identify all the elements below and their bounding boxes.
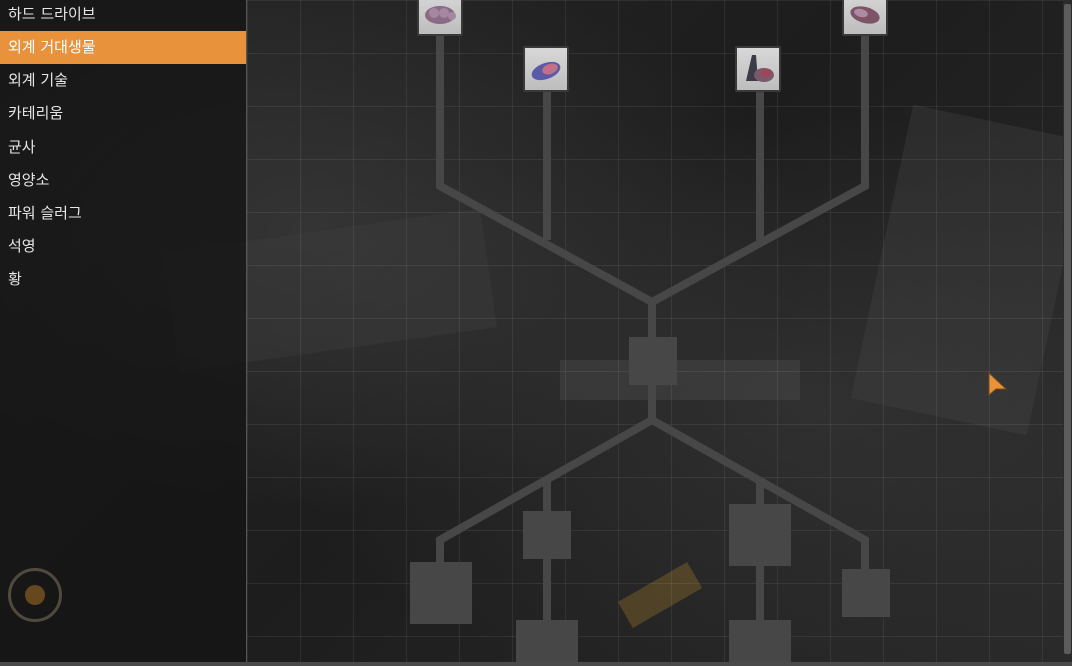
research-node-locked-center[interactable] [629, 337, 677, 385]
research-node-locked[interactable] [729, 620, 791, 662]
background-panel [560, 360, 800, 400]
category-item-nutrients[interactable]: 영양소 [8, 171, 50, 189]
category-item-caterium[interactable]: 카테리움 [8, 104, 64, 122]
research-node-locked[interactable] [729, 504, 791, 566]
vertical-scrollbar[interactable] [1063, 0, 1072, 662]
research-node-locked[interactable] [842, 569, 890, 617]
research-tree-area [247, 0, 1063, 662]
research-node-stinger-remains[interactable] [735, 46, 781, 92]
category-item-mycelia[interactable]: 균사 [8, 138, 36, 156]
research-node-locked[interactable] [523, 511, 571, 559]
research-node-locked[interactable] [410, 562, 472, 624]
spitter-remains-icon [531, 61, 561, 81]
category-item-power-slugs[interactable]: 파워 슬러그 [8, 204, 82, 222]
scrollbar-thumb[interactable] [1064, 4, 1071, 654]
category-item-quartz[interactable]: 석영 [8, 237, 36, 255]
research-tree-connectors [436, 30, 869, 630]
category-item-hard-drive[interactable]: 하드 드라이브 [8, 5, 96, 23]
category-item-alien-megafauna[interactable]: 외계 거대생물 [0, 31, 246, 64]
research-node-hog-remains[interactable] [417, 0, 463, 36]
mouse-cursor-icon [988, 372, 1008, 397]
checkmark-badge-icon [8, 568, 62, 622]
hog-remains-icon [425, 6, 456, 24]
category-item-alien-technology[interactable]: 외계 기술 [8, 71, 68, 89]
category-sidebar: 하드 드라이브 외계 거대생물 외계 기술 카테리움 균사 영양소 파워 슬러그… [0, 0, 247, 662]
research-node-hatcher-remains[interactable] [842, 0, 888, 36]
stinger-remains-icon [746, 55, 774, 82]
bottom-divider [0, 662, 1072, 666]
hatcher-remains-icon [850, 6, 880, 24]
category-item-sulfur[interactable]: 황 [8, 270, 22, 288]
research-node-locked[interactable] [516, 620, 578, 662]
research-node-spitter-remains[interactable] [523, 46, 569, 92]
